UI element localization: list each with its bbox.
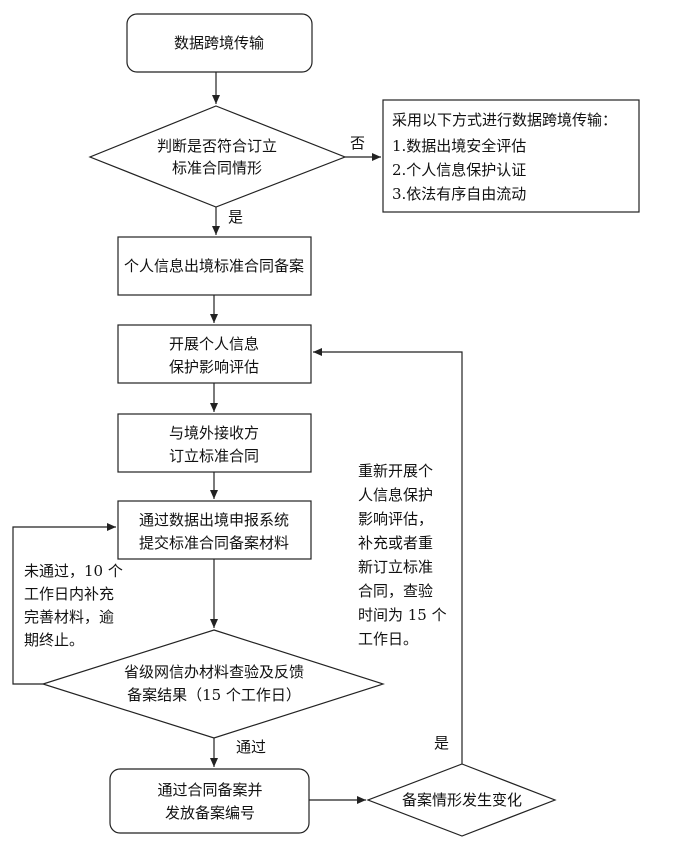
edge-review-fail-loop	[12, 523, 116, 685]
decision-standard-contract	[88, 105, 347, 208]
fail-note-line4: 期终止。	[24, 631, 84, 649]
yes-label: 是	[228, 208, 243, 226]
fail-note-line2: 工作日内补充	[24, 585, 114, 603]
contract-label-line1: 与境外接收方	[169, 424, 259, 442]
submit-label-line1: 通过数据出境申报系统	[139, 511, 289, 529]
assess-node	[117, 324, 312, 384]
start-node-label: 数据跨境传输	[174, 34, 264, 52]
review-decision	[41, 629, 385, 739]
submit-label-line2: 提交标准合同备案材料	[139, 534, 289, 552]
method-certification: 2.个人信息保护认证	[392, 161, 526, 179]
fail-note-line3: 完善材料，逾	[24, 608, 114, 626]
pass-label: 通过	[236, 738, 266, 756]
done-node	[109, 768, 310, 834]
reassess-note-line1: 重新开展个	[358, 462, 433, 480]
decision-label-line2: 标准合同情形	[172, 159, 262, 177]
contract-node	[117, 413, 312, 473]
assess-label-line2: 保护影响评估	[169, 358, 259, 376]
done-label-line1: 通过合同备案并	[157, 781, 262, 799]
change-label: 备案情形发生变化	[402, 791, 522, 809]
review-label-line2: 备案结果（15 个工作日）	[127, 686, 301, 704]
reassess-note-line7: 时间为 15 个	[358, 606, 447, 624]
done-label-line2: 发放备案编号	[165, 804, 255, 822]
method-security-assessment: 1.数据出境安全评估	[392, 137, 526, 155]
reassess-note-line4: 补充或者重	[358, 534, 433, 552]
filing-label: 个人信息出境标准合同备案	[124, 257, 304, 275]
reassess-note-line3: 影响评估，	[358, 510, 433, 528]
no-label: 否	[350, 134, 365, 152]
start-node	[126, 13, 313, 73]
contract-label-line2: 订立标准合同	[169, 447, 259, 465]
reassess-note-line6: 合同，查验	[358, 582, 433, 600]
change-decision	[366, 763, 557, 837]
reassess-note-line8: 工作日。	[358, 630, 418, 648]
review-label-line1: 省级网信办材料查验及反馈	[124, 663, 304, 681]
reassess-note-line2: 人信息保护	[358, 486, 433, 504]
reassess-note-line5: 新订立标准	[358, 558, 433, 576]
change-yes-label: 是	[434, 734, 449, 752]
methods-title: 采用以下方式进行数据跨境传输：	[392, 111, 617, 129]
assess-label-line1: 开展个人信息	[169, 335, 259, 353]
edge-change-yes-loop	[313, 348, 463, 764]
fail-note-line1: 未通过，10 个	[24, 562, 123, 580]
method-free-flow: 3.依法有序自由流动	[392, 185, 526, 203]
decision-label-line1: 判断是否符合订立	[157, 137, 277, 155]
filing-node	[117, 236, 312, 296]
methods-box	[382, 99, 640, 213]
